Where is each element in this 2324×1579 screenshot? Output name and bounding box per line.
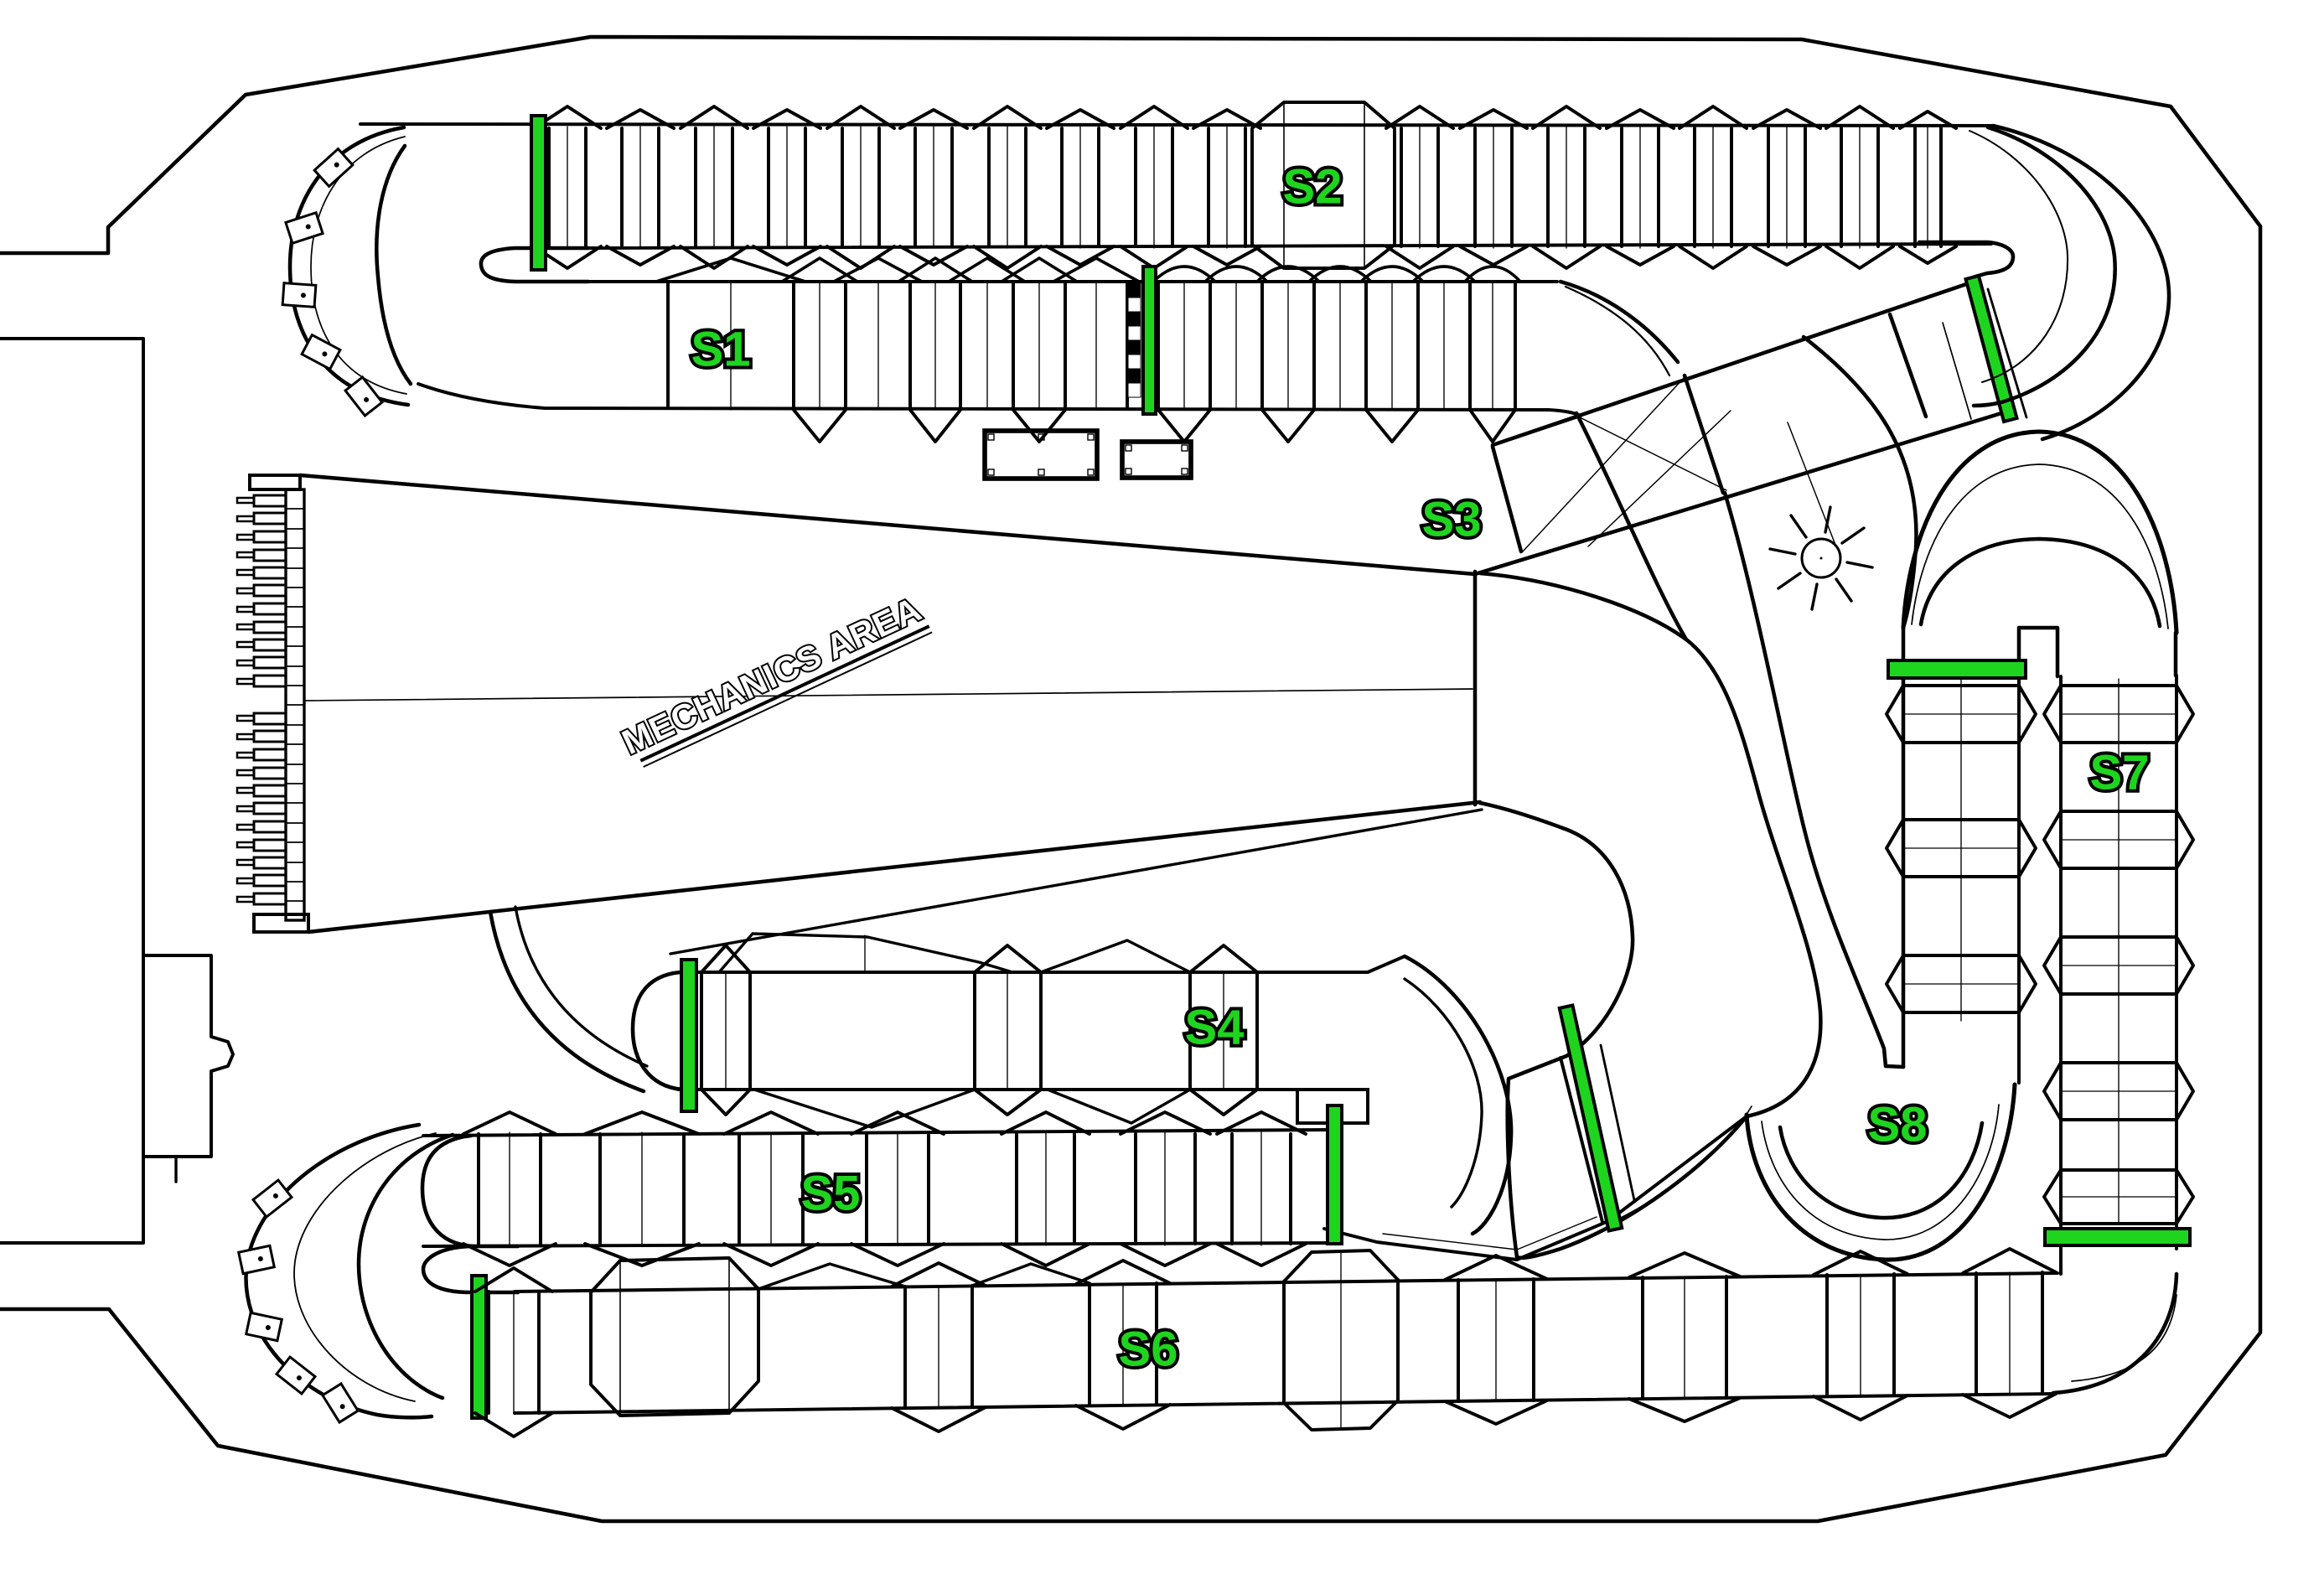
svg-text:S2: S2 [1283,160,1343,215]
svg-text:S6: S6 [1119,1323,1178,1377]
svg-text:S4: S4 [1185,1001,1245,1055]
svg-text:S8: S8 [1868,1098,1928,1152]
svg-text:S7: S7 [2090,746,2150,800]
svg-text:S5: S5 [801,1167,861,1221]
svg-text:S1: S1 [691,323,751,377]
svg-text:S3: S3 [1422,493,1482,547]
